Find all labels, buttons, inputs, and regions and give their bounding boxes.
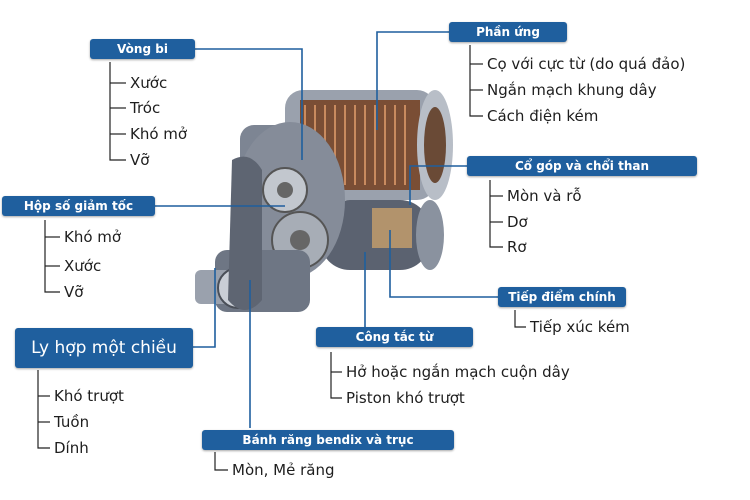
item-ly-hop-1: Khó trượt [54,387,124,405]
item-co-gop-3: Rơ [507,238,527,256]
leader-lines [155,31,500,428]
item-phan-ung-2: Ngắn mạch khung dây [487,81,657,99]
label-hop-so: Hộp số giảm tốc [2,196,155,216]
item-co-gop-1: Mòn và rỗ [507,187,582,205]
item-phan-ung-1: Cọ với cực từ (do quá đảo) [487,55,686,73]
label-phan-ung: Phần ứng [449,22,567,42]
item-vong-bi-3: Khó mở [130,125,188,143]
item-ly-hop-2: Tuồn [54,413,90,431]
list-connectors [37,45,526,471]
item-hop-so-1: Khó mở [64,228,122,246]
label-tiep-diem: Tiếp điểm chính [498,287,626,307]
item-cong-tac-1: Hở hoặc ngắn mạch cuộn dây [346,363,570,381]
item-hop-so-2: Xước [64,257,102,275]
starter-motor-illustration [195,90,453,312]
item-hop-so-3: Vỡ [64,283,84,301]
item-tiep-diem-1: Tiếp xúc kém [530,318,630,336]
label-co-gop: Cổ góp và chổi than [467,156,697,176]
item-co-gop-2: Dơ [507,213,528,231]
label-vong-bi: Vòng bi [90,39,195,59]
item-vong-bi-2: Tróc [130,99,161,117]
item-vong-bi-4: Vỡ [130,151,150,169]
item-cong-tac-2: Piston khó trượt [346,389,465,407]
item-banh-rang-1: Mòn, Mẻ răng [232,461,335,479]
item-phan-ung-3: Cách điện kém [487,107,599,125]
label-cong-tac: Công tắc từ [316,327,473,347]
item-ly-hop-3: Dính [54,439,89,457]
label-banh-rang: Bánh răng bendix và trục [202,430,454,450]
label-ly-hop: Ly hợp một chiều [15,328,193,368]
item-vong-bi-1: Xước [130,74,168,92]
